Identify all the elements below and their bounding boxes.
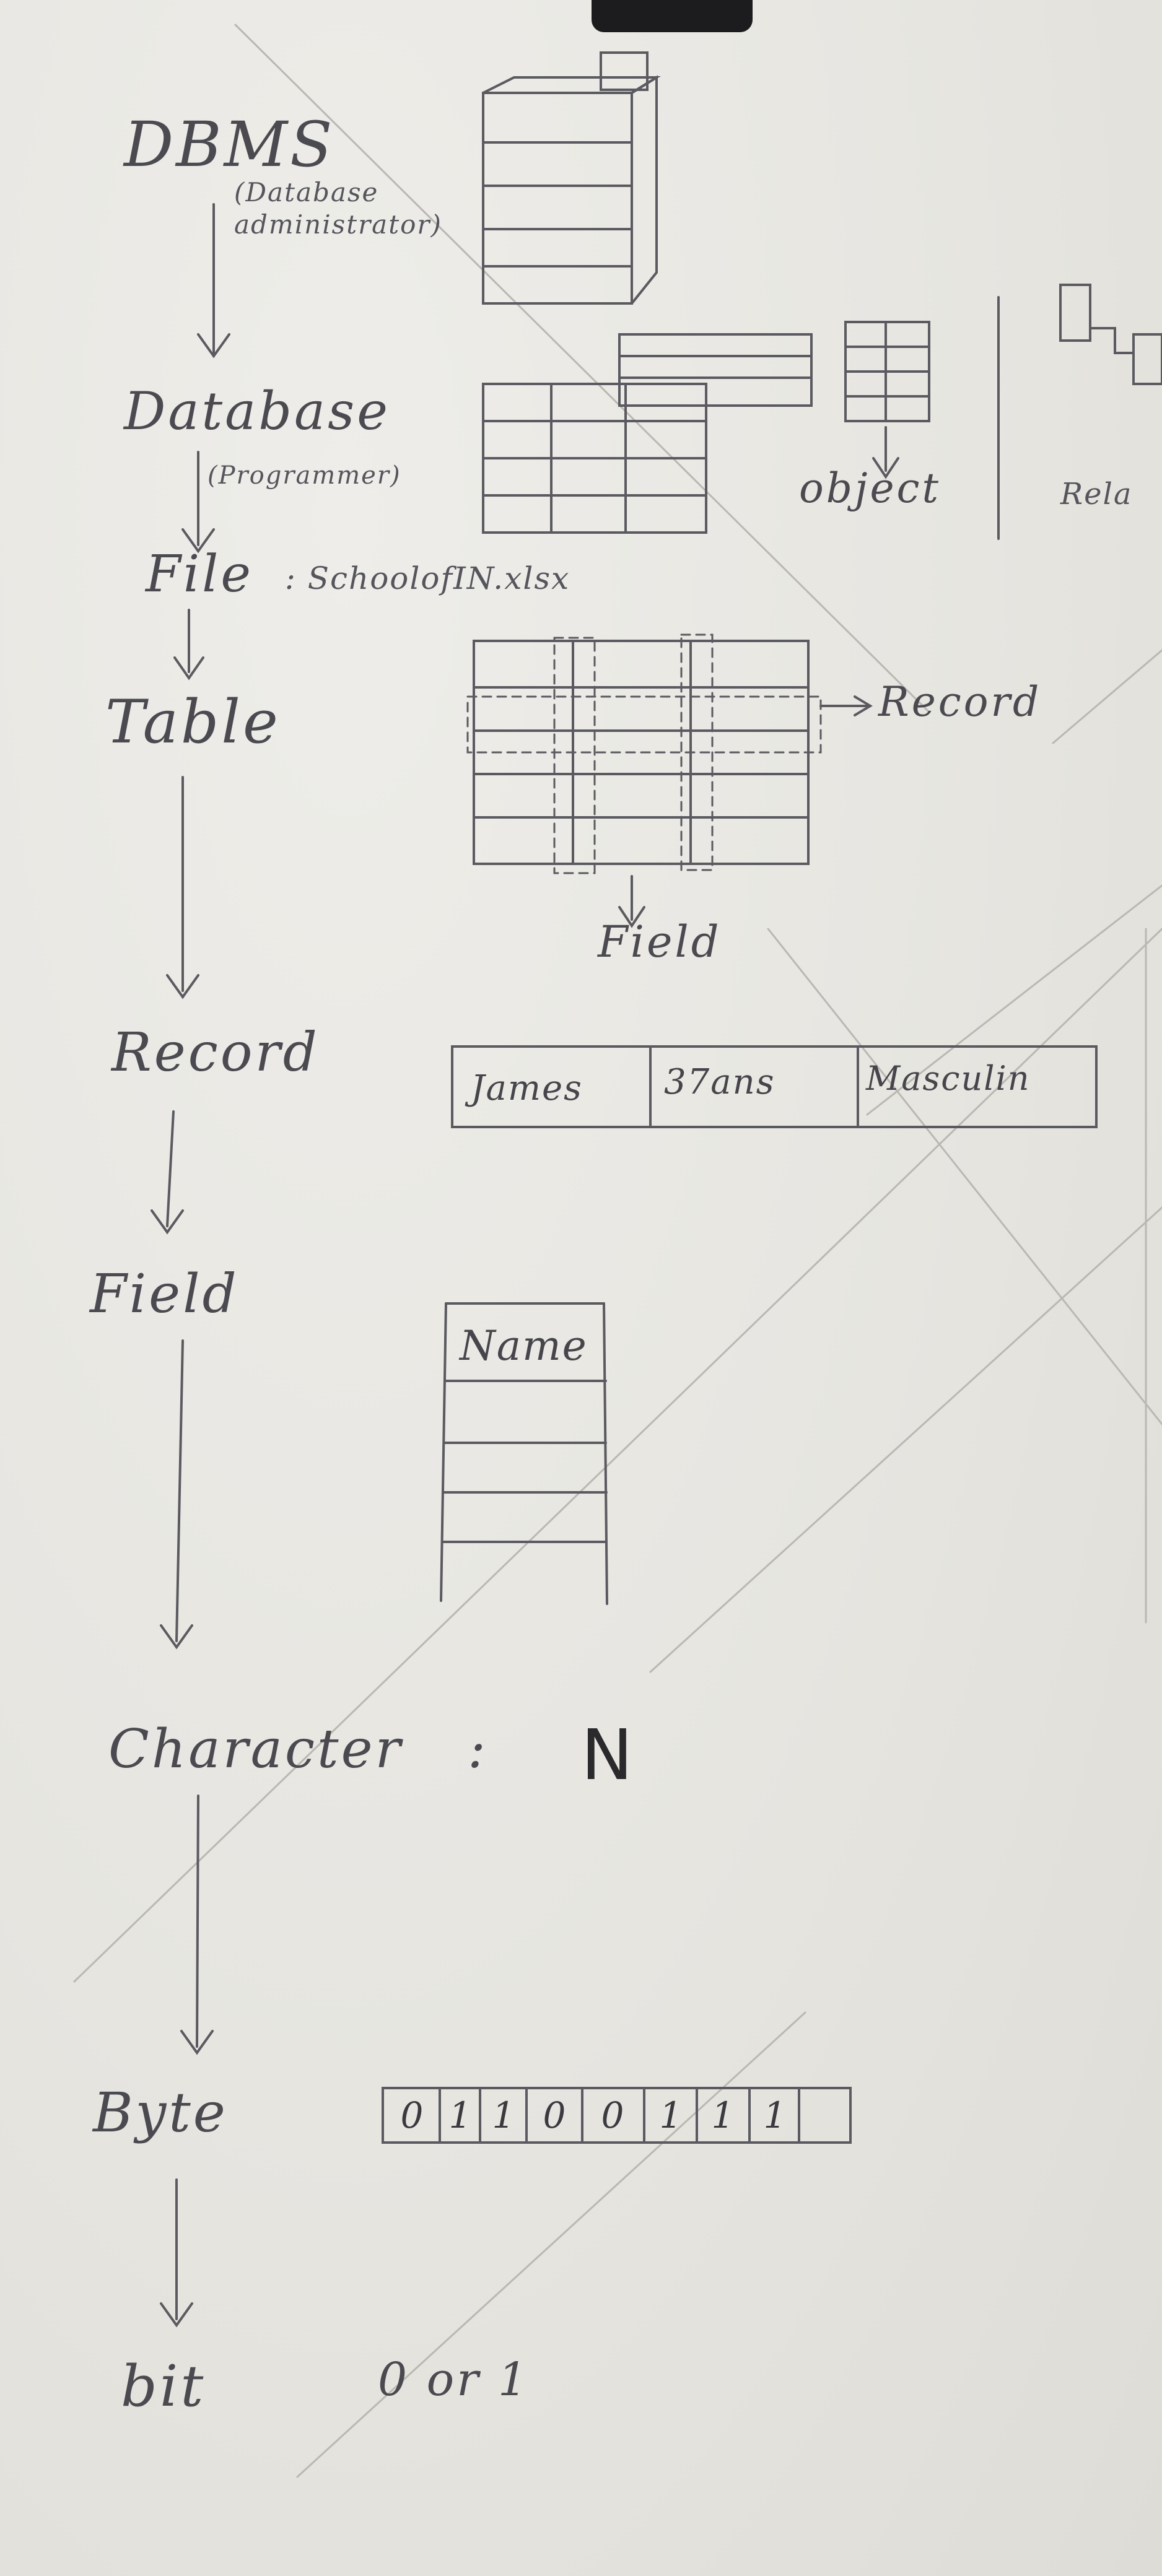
level-field: Field <box>90 1263 239 1325</box>
level-character: Character <box>108 1718 403 1780</box>
guide-line <box>866 884 1162 1116</box>
level-dbms: DBMS <box>124 108 335 181</box>
relational-label: Rela <box>1060 477 1133 511</box>
level-bit: bit <box>121 2353 206 2419</box>
server-sketch <box>482 92 633 305</box>
object-label: object <box>799 464 941 512</box>
byte-bit: 1 <box>711 2094 735 2136</box>
field-column-right <box>603 1302 608 1605</box>
level-database-note: (Programmer) <box>208 461 401 490</box>
level-record: Record <box>111 1022 320 1084</box>
record-cell-age: 37ans <box>664 1062 775 1102</box>
guide-line <box>649 1206 1162 1673</box>
character-example: N <box>581 1715 633 1796</box>
server-tower <box>600 51 649 91</box>
db-table-back <box>618 333 813 407</box>
byte-bit: 0 <box>601 2094 624 2136</box>
field-highlight-2 <box>680 633 714 871</box>
server-sketch-side <box>631 75 658 305</box>
bit-value: 0 or 1 <box>378 2353 530 2406</box>
byte-bit: 1 <box>659 2094 683 2136</box>
byte-bit: 1 <box>763 2094 787 2136</box>
binder-clip <box>592 0 753 32</box>
field-arrow-label: Field <box>598 916 722 967</box>
guide-line <box>234 24 930 713</box>
byte-bit: 1 <box>492 2094 515 2136</box>
character-colon: : <box>468 1718 488 1780</box>
byte-bit: 1 <box>448 2094 472 2136</box>
record-cell-gender: Masculin <box>866 1059 1031 1098</box>
guide-line <box>767 928 1162 1425</box>
byte-bit: 0 <box>543 2094 566 2136</box>
level-database: Database <box>124 381 390 442</box>
arrow-head <box>197 333 230 359</box>
field-highlight <box>553 637 596 874</box>
guide-line <box>73 928 1162 1983</box>
record-arrow-label: Record <box>878 678 1042 726</box>
file-name: : SchoolofIN.xlsx <box>285 560 570 596</box>
field-header-name: Name <box>460 1322 588 1370</box>
record-row <box>451 1045 1098 1128</box>
byte-row <box>382 2087 852 2144</box>
record-highlight <box>466 695 822 754</box>
level-file: File <box>146 545 253 604</box>
level-byte: Byte <box>93 2081 228 2144</box>
record-cell-name: James <box>471 1068 583 1108</box>
byte-bit: 0 <box>400 2094 424 2136</box>
field-column-left <box>440 1302 447 1602</box>
guide-line <box>296 2011 806 2478</box>
level-table: Table <box>105 687 281 757</box>
guide-line <box>1052 649 1162 744</box>
level-dbms-note: (Database administrator) <box>234 177 442 240</box>
